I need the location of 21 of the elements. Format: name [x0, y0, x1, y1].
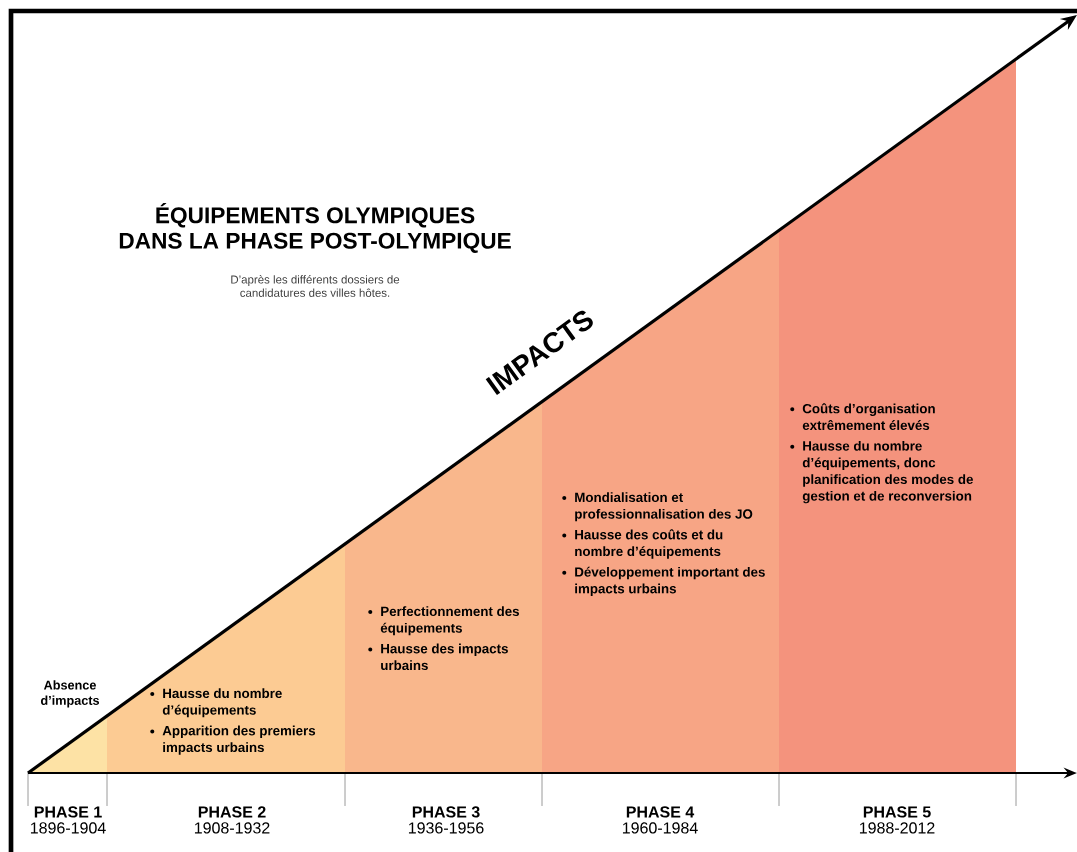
- phase-band: [107, 543, 345, 773]
- phase-label: PHASE 1 1896-1904: [30, 806, 106, 834]
- phase-label: PHASE 4 1960-1984: [622, 806, 698, 834]
- title: ÉQUIPEMENTS OLYMPIQUES DANS LA PHASE POST-OLYMPIQUE: [119, 203, 511, 253]
- phase-band: [779, 59, 1016, 773]
- bullet-text: Hausse du nombre d’équipements: [150, 688, 282, 718]
- phase-band: Absence d’impacts: [28, 680, 107, 773]
- phase-label: PHASE 5 1988-2012: [859, 806, 935, 834]
- bullet-text: Apparition des premiers impacts urbains: [150, 725, 316, 755]
- bullet-text: Mondialisation et professionnalisation des JO: [562, 492, 753, 522]
- phase-band: [345, 401, 542, 773]
- bullet-text: Hausse des coûts et du nombre d’équipements: [562, 529, 723, 559]
- bullet-text: Coûts d’organisation extrêmement élevés: [790, 403, 935, 430]
- bullet-text: Développement important des impacts urbains: [562, 566, 765, 596]
- bullet-text: Hausse du nombre d’équipements, donc planification des modes de gestion et de reconversion: [790, 440, 973, 504]
- source-note: D’après les différents dossiers de candidatures des villes hôtes.: [231, 275, 400, 297]
- bullet-text: Hausse des impacts urbains: [368, 643, 508, 671]
- bullet-text: Perfectionnement des équipements: [368, 606, 519, 636]
- phase-label: PHASE 3 1936-1956: [408, 806, 484, 834]
- phase-label: PHASE 2 1908-1932: [194, 806, 270, 834]
- node-label: Absence d’impacts: [40, 680, 100, 708]
